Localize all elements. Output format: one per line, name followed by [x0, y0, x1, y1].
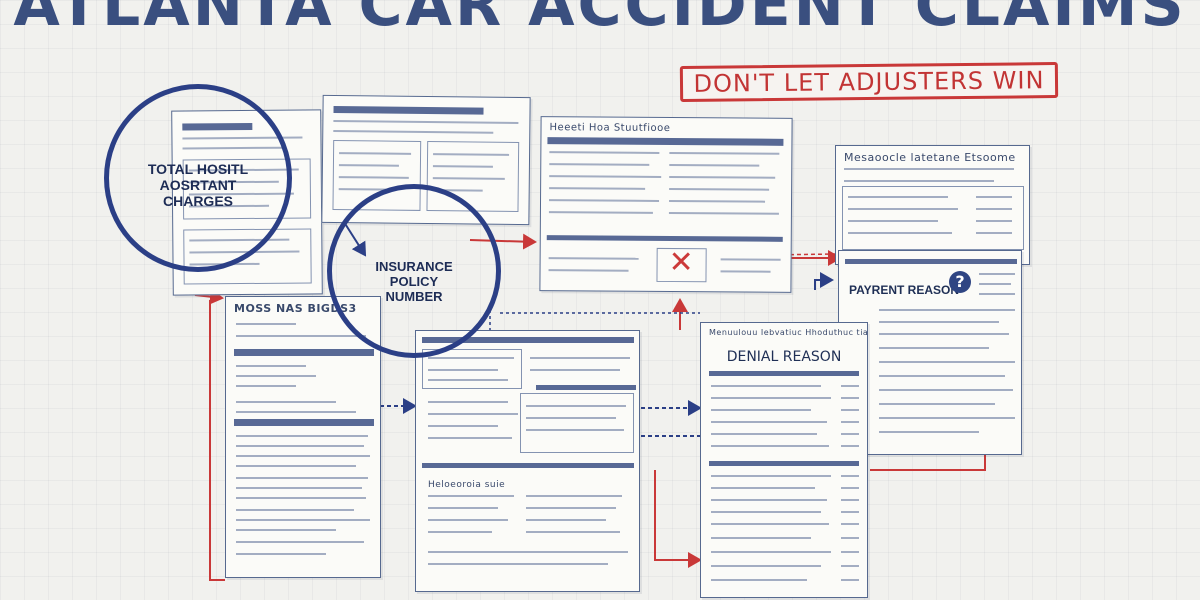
denial-letter-document: Menuulouu Iebvatiuc Hhoduthuc tiae Mooee…	[700, 322, 868, 598]
policy-callout-line-2: POLICY	[389, 274, 439, 289]
question-icon: ?	[949, 271, 971, 293]
denial-letter-title: Menuulouu Iebvatiuc Hhoduthuc tiae Mooee	[709, 328, 867, 337]
charges-callout-line-1: TOTAL HOSITL	[147, 161, 249, 177]
payment-reason-label: PAYRENT REASON	[849, 283, 960, 297]
rejected-x-icon: ✕	[668, 245, 694, 281]
statement-title: Mesaoocle latetane Etsoome	[844, 151, 1016, 164]
subtitle-badge: DON'T LET ADJUSTERS WIN	[679, 62, 1059, 102]
red-connector	[209, 300, 225, 581]
red-connector	[654, 470, 702, 568]
policy-callout-line-3: NUMBER	[385, 289, 443, 304]
report-title: MOSS NAS BIGDS3	[234, 302, 357, 315]
policy-callout-line-1: INSURANCE	[375, 259, 453, 274]
payment-reason-document: PAYRENT REASON ?	[838, 250, 1022, 455]
insurance-form-document: Heeeti Hoa Stuutfiooe ✕	[539, 116, 793, 293]
denial-reason-label: DENIAL REASON	[726, 349, 842, 365]
policy-number-callout: INSURANCE POLICY NUMBER	[327, 184, 501, 358]
subtitle-text: DON'T LET ADJUSTERS WIN	[693, 66, 1045, 98]
red-connector	[870, 455, 986, 471]
hospital-charges-callout: TOTAL HOSITL AOSRTANT CHARGES	[104, 84, 292, 272]
claim-worksheet-document: Heloeoroia suie	[415, 330, 640, 592]
red-connector	[194, 288, 224, 305]
insurance-form-title: Heeeti Hoa Stuutfiooe	[549, 122, 671, 135]
charges-callout-line-2: AOSRTANT	[159, 177, 237, 193]
medical-report-document: MOSS NAS BIGDS3	[225, 296, 381, 578]
blue-connector	[814, 272, 834, 290]
worksheet-section-title: Heloeoroia suie	[428, 480, 506, 490]
main-title: ATLANTA CAR ACCIDENT CLAIMS	[13, 0, 1187, 40]
charges-callout-line-3: CHARGES	[162, 193, 233, 209]
medical-statement-document: Mesaoocle latetane Etsoome	[835, 145, 1030, 265]
